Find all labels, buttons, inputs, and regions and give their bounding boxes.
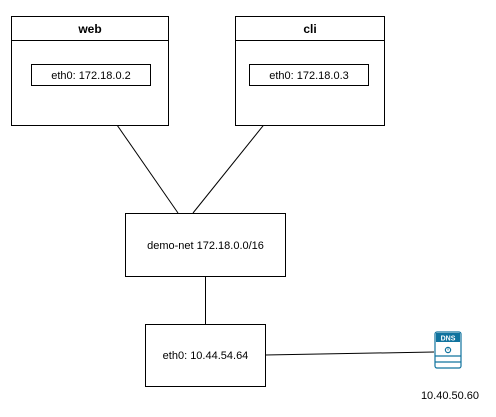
network-demo-net[interactable]: demo-net 172.18.0.0/16 (125, 213, 286, 277)
container-cli-title: cli (303, 22, 316, 36)
container-web[interactable]: web eth0: 172.18.0.2 (11, 16, 169, 126)
host-interface[interactable]: eth0: 10.44.54.64 (145, 324, 266, 387)
cli-interface-label: eth0: 172.18.0.3 (269, 70, 349, 82)
web-interface-label: eth0: 172.18.0.2 (51, 70, 131, 82)
container-cli[interactable]: cli eth0: 172.18.0.3 (235, 16, 385, 126)
web-interface-box (31, 64, 151, 86)
host-interface-label: eth0: 10.44.54.64 (163, 350, 249, 362)
network-label: demo-net 172.18.0.0/16 (147, 240, 264, 252)
dns-server-icon[interactable]: DNS (434, 331, 462, 369)
cli-interface-box (249, 64, 369, 86)
dns-badge-label: DNS (441, 336, 456, 343)
container-web-title: web (77, 22, 101, 36)
dns-server-ip: 10.40.50.60 (421, 390, 479, 402)
host-to-dns-link (264, 351, 435, 356)
